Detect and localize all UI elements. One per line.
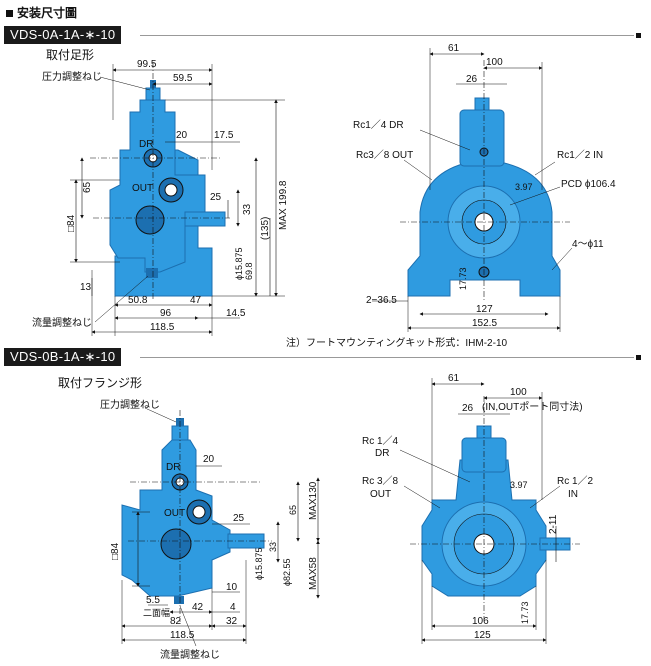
b-dim-2-11: 2-11 bbox=[548, 514, 559, 534]
b-dim-61: 61 bbox=[448, 373, 460, 384]
a-dim-sq84: □84 bbox=[66, 214, 77, 232]
b-dim-max58: MAX58 bbox=[308, 557, 319, 590]
b-dim-125: 125 bbox=[474, 630, 491, 641]
a-label-dr: DR bbox=[139, 139, 153, 150]
b-label-out: OUT bbox=[164, 508, 185, 519]
b-label-port-note: (IN,OUTポート同寸法) bbox=[482, 400, 583, 413]
b-dim-17-73: 17.73 bbox=[520, 601, 530, 624]
a-dim-99-5: 99.5 bbox=[137, 59, 157, 70]
b-label-dr: DR bbox=[166, 462, 180, 473]
section-a-rule-end bbox=[636, 33, 641, 38]
b-front-view: 61 100 26 (IN,OUTポート同寸法) Rc 1／4 DR Rc 3／… bbox=[362, 373, 594, 644]
b-dim-32: 32 bbox=[226, 616, 238, 627]
a-dim-69-8: 69.8 bbox=[244, 262, 254, 280]
b-dim-65: 65 bbox=[288, 505, 298, 515]
b-flow-screw bbox=[174, 596, 184, 604]
b-dim-10: 10 bbox=[226, 582, 238, 593]
foot-kit-note: 注）フートマウンティングキット形式：IHM-2-10 bbox=[286, 338, 508, 349]
b-in-port bbox=[160, 528, 192, 560]
page-title: 安装尺寸圖 bbox=[6, 4, 77, 21]
b-dim-4: 4 bbox=[230, 602, 236, 613]
a-front-screw bbox=[474, 97, 490, 111]
a-dim-13: 13 bbox=[80, 282, 92, 293]
a-label-rc14: Rc1／4 DR bbox=[353, 119, 404, 131]
a-dim-17-73: 17.73 bbox=[458, 267, 468, 290]
page-title-text: 安装尺寸圖 bbox=[17, 6, 78, 20]
b-dim-82: ϕ82.55 bbox=[282, 558, 292, 586]
a-dim-17-5: 17.5 bbox=[214, 130, 234, 141]
b-pump-body bbox=[121, 439, 231, 597]
a-dim-127: 127 bbox=[476, 304, 493, 315]
b-dim-max130: MAX130 bbox=[308, 481, 319, 520]
a-dim-20: 20 bbox=[176, 130, 188, 141]
b-label-flow: 流量調整ねじ bbox=[160, 648, 220, 661]
b-label-dr: DR bbox=[375, 448, 389, 459]
a-side-view: 99.5 59.5 20 17.5 DR OUT 圧力調整ねじ 流量調整ねじ 2… bbox=[32, 59, 289, 336]
a-dim-36-5: 2−36.5 bbox=[366, 295, 397, 306]
a-dim-59-5: 59.5 bbox=[173, 73, 193, 84]
b-dim-42: 42 bbox=[192, 602, 204, 613]
a-dim-shaft: ϕ15.875 bbox=[234, 247, 244, 280]
section-a-mount-type: 取付足形 bbox=[46, 48, 95, 62]
b-label-rc12: Rc 1／2 bbox=[557, 475, 594, 487]
section-b-rule-end bbox=[636, 355, 641, 360]
b-dim-33: 33 bbox=[268, 542, 278, 552]
bullet-icon bbox=[6, 10, 13, 17]
a-label-out: OUT bbox=[132, 183, 153, 194]
b-side-view: 圧力調整ねじ 20 DR OUT 25 □84 33 65 MAX130 MAX… bbox=[100, 398, 320, 661]
section-a-banner: VDS-0A-1A-∗-10 bbox=[4, 26, 122, 44]
a-dim-max: MAX 199.8 bbox=[278, 180, 289, 230]
a-dim-47: 47 bbox=[190, 295, 202, 306]
a-dim-118-5: 118.5 bbox=[150, 322, 175, 333]
b-dim-shaft: ϕ15.875 bbox=[254, 547, 264, 580]
b-dim-sq84: □84 bbox=[110, 542, 121, 560]
b-label-pressure: 圧力調整ねじ bbox=[100, 398, 160, 411]
a-label-flow: 流量調整ねじ bbox=[32, 316, 92, 329]
a-in-port bbox=[135, 205, 165, 235]
b-label-rc14: Rc 1／4 bbox=[362, 435, 399, 447]
a-shaft bbox=[184, 211, 226, 227]
a-dim-3-97: 3.97 bbox=[515, 182, 533, 192]
section-b-mount-type: 取付フランジ形 bbox=[58, 376, 143, 390]
b-dim-106: 106 bbox=[472, 616, 489, 627]
a-dim-50-8: 50.8 bbox=[128, 295, 148, 306]
a-dim-96: 96 bbox=[160, 308, 172, 319]
b-dim-25: 25 bbox=[233, 513, 245, 524]
a-flow-screw bbox=[146, 268, 158, 278]
a-dim-holes: 4～ϕ11 bbox=[572, 239, 604, 250]
a-dim-65: 65 bbox=[82, 181, 93, 193]
a-dim-135: (135) bbox=[260, 217, 271, 240]
b-dim-26: 26 bbox=[462, 403, 474, 414]
b-dim-5-5: 5.5 bbox=[146, 595, 160, 606]
b-dim-82b: 82 bbox=[170, 616, 182, 627]
section-b-banner: VDS-0B-1A-∗-10 bbox=[4, 348, 122, 366]
b-dim-118-5: 118.5 bbox=[170, 630, 195, 641]
b-dim-3-97: 3.97 bbox=[510, 480, 528, 490]
a-dim-100: 100 bbox=[486, 57, 503, 68]
a-dim-26: 26 bbox=[466, 74, 478, 85]
a-dim-61: 61 bbox=[448, 43, 460, 54]
a-dim-25: 25 bbox=[210, 192, 222, 203]
a-label-rc38: Rc3／8 OUT bbox=[356, 149, 413, 161]
b-dim-100: 100 bbox=[510, 387, 527, 398]
a-dim-14-5: 14.5 bbox=[226, 308, 246, 319]
a-label-pcd: PCD ϕ106.4 bbox=[561, 179, 616, 190]
a-label-rc12: Rc1／2 IN bbox=[557, 149, 603, 161]
b-label-in: IN bbox=[568, 489, 578, 500]
b-label-rc38: Rc 3／8 bbox=[362, 475, 399, 487]
b-label-mm: 二面幅 bbox=[143, 607, 170, 618]
a-dim-33: 33 bbox=[242, 203, 253, 215]
a-label-pressure: 圧力調整ねじ bbox=[42, 70, 102, 83]
b-dim-20: 20 bbox=[203, 454, 215, 465]
section-b-rule bbox=[140, 357, 634, 358]
b-label-out: OUT bbox=[370, 489, 391, 500]
section-a-rule bbox=[140, 35, 634, 36]
a-front-head bbox=[459, 109, 505, 167]
a-front-view: 61 100 26 Rc1／4 DR Rc3／8 OUT Rc1／2 IN PC… bbox=[353, 43, 616, 332]
a-dim-152-5: 152.5 bbox=[472, 318, 497, 329]
